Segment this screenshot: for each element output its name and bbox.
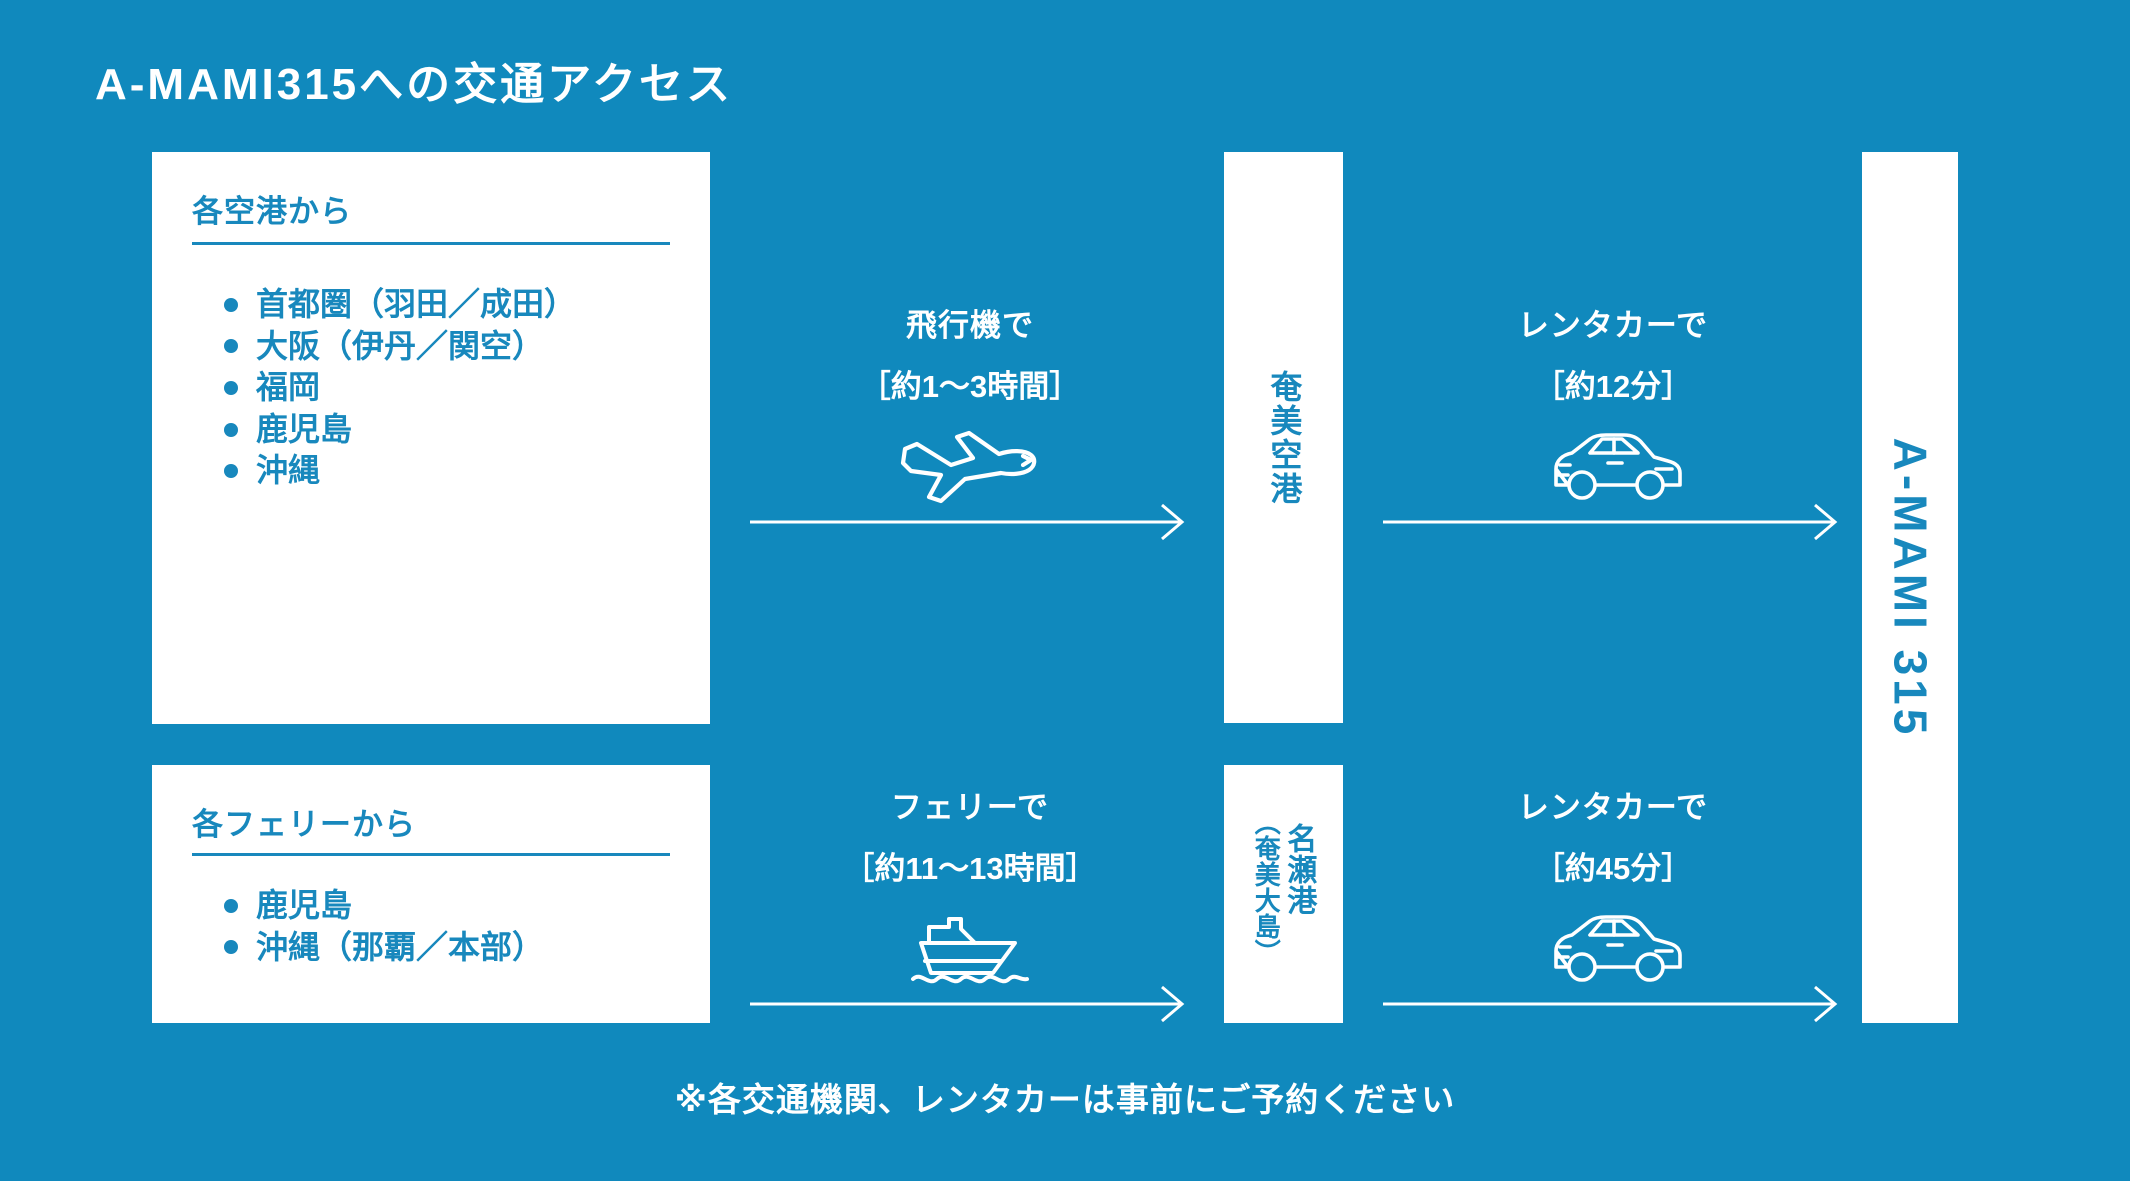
arrow-right [1383,984,1843,1024]
list-item: 鹿児島 [210,885,544,927]
step-airplane-duration: ［約1〜3時間］ [859,369,1081,404]
node-naze-port-sublabel: （奄美大島） [1251,809,1282,965]
step-rentalcar-bottom-duration: ［約45分］ [1533,851,1693,886]
step-ferry: フェリーで ［約11〜13時間］ [750,782,1190,1024]
node-naze-port-label: 名瀬港 [1282,823,1316,916]
ferry-list: 鹿児島 沖縄（那覇／本部） [210,885,544,968]
card-airports-heading: 各空港から [192,194,352,229]
step-airplane-mode: 飛行機で [906,308,1034,343]
list-item: 大阪（伊丹／関空） [210,326,576,368]
step-rentalcar-bottom: レンタカーで ［約45分］ [1383,782,1843,1024]
step-ferry-duration: ［約11〜13時間］ [843,851,1097,886]
step-airplane: 飛行機で ［約1〜3時間］ [750,300,1190,542]
page-title: A-MAMI315への交通アクセス [95,60,733,109]
card-ferries: 各フェリーから 鹿児島 沖縄（那覇／本部） [152,765,710,1023]
card-ferries-divider [192,853,670,856]
airplane-icon [750,430,1190,504]
step-ferry-mode: フェリーで [890,790,1050,825]
node-destination: A-MAMI 315 [1862,152,1958,1023]
list-item: 沖縄（那覇／本部） [210,927,544,969]
footnote: ※各交通機関、レンタカーは事前にご予約ください [674,1081,1456,1118]
node-naze-port: 名瀬港 （奄美大島） [1224,765,1343,1023]
card-ferries-heading: 各フェリーから [192,807,416,842]
node-destination-label: A-MAMI 315 [1884,437,1936,738]
node-amami-airport: 奄美空港 [1224,152,1343,723]
list-item: 鹿児島 [210,409,576,451]
arrow-right [750,502,1190,542]
step-rentalcar-top-duration: ［約12分］ [1533,369,1693,404]
node-amami-airport-label: 奄美空港 [1266,369,1303,506]
ship-icon [750,914,1190,984]
step-rentalcar-bottom-mode: レンタカーで [1517,790,1709,825]
list-item: 沖縄 [210,450,576,492]
node-naze-port-labels: 名瀬港 （奄美大島） [1251,809,1316,965]
car-icon [1383,432,1843,502]
arrow-right [1383,502,1843,542]
step-rentalcar-top: レンタカーで ［約12分］ [1383,300,1843,542]
arrow-right [750,984,1190,1024]
list-item: 首都圏（羽田／成田） [210,284,576,326]
step-rentalcar-top-mode: レンタカーで [1517,308,1709,343]
airport-list: 首都圏（羽田／成田） 大阪（伊丹／関空） 福岡 鹿児島 沖縄 [210,284,576,492]
list-item: 福岡 [210,367,576,409]
card-airports-divider [192,242,670,245]
car-icon [1383,914,1843,984]
card-airports: 各空港から 首都圏（羽田／成田） 大阪（伊丹／関空） 福岡 鹿児島 沖縄 [152,152,710,724]
